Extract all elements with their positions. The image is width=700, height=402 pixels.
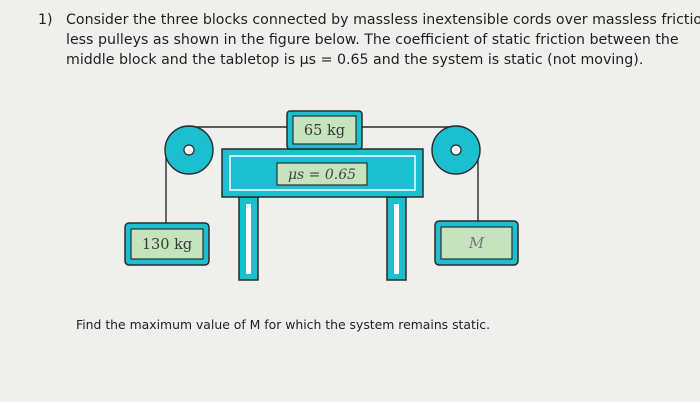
question-line-3: middle block and the tabletop is μs = 0.…: [66, 52, 644, 68]
table-legs: [238, 196, 407, 281]
footer-question: Find the maximum value of M for which th…: [76, 317, 491, 332]
question-line-2: less pulleys as shown in the figure belo…: [66, 32, 679, 48]
pulley-right: [431, 125, 481, 175]
cords: [165, 126, 479, 224]
friction-label-box: [276, 162, 368, 186]
top-block-label: 65 kg: [304, 123, 345, 139]
question-line-1: Consider the three blocks connected by m…: [66, 12, 700, 28]
right-block-label: M: [468, 234, 485, 252]
left-block-label: 130 kg: [142, 237, 192, 253]
question-number: 1): [38, 12, 53, 28]
friction-label: μs = 0.65: [288, 167, 356, 183]
pulley-left: [164, 125, 214, 175]
